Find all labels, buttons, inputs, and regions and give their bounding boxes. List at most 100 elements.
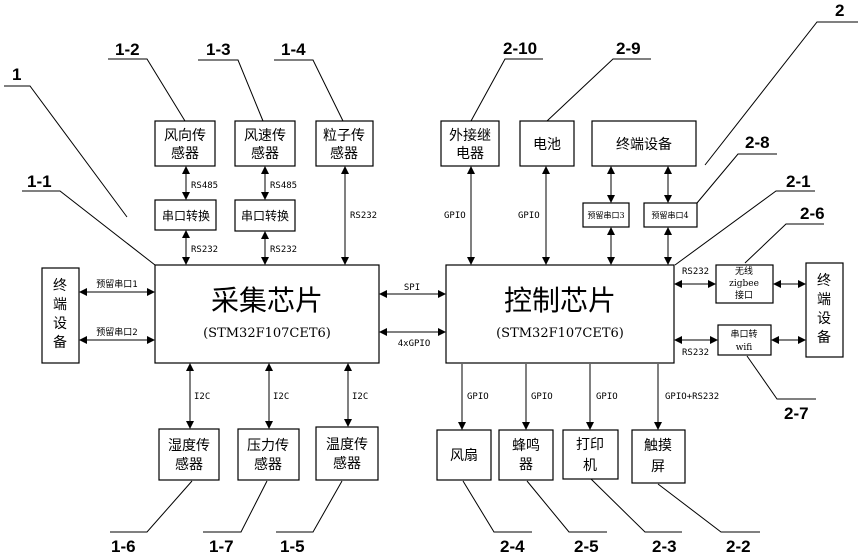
- bottom-right-links: GPIO GPIO GPIO GPIO+RS232: [458, 364, 719, 430]
- ref-1-6: 1-6: [111, 537, 136, 556]
- pressure-sensor: 压力传 感器: [237, 428, 300, 481]
- rs485-label-1: RS485: [191, 181, 218, 191]
- i2c-label-2: I2C: [273, 392, 289, 402]
- battery: 电池: [519, 120, 575, 167]
- acquisition-chip-title: 采集芯片: [211, 284, 323, 317]
- acquisition-chip-model: (STM32F107CET6): [203, 326, 331, 341]
- top-terminal-label: 终端设备: [616, 136, 672, 153]
- reserve-port-1-label: 预留串口1: [96, 278, 137, 290]
- serial-converter-2: 串口转换: [234, 199, 296, 232]
- buzzer: 蜂鸣 器: [498, 429, 554, 481]
- top-right-links: GPIO GPIO: [444, 166, 672, 265]
- rs232-label-wifi: RS232: [682, 348, 709, 358]
- rs485-label-2: RS485: [270, 181, 297, 191]
- relay-label-1: 外接继: [449, 127, 491, 144]
- serial-converter-1: 串口转换: [154, 199, 217, 231]
- gpio-label-battery: GPIO: [518, 211, 540, 221]
- spi-label: SPI: [404, 283, 420, 293]
- top-terminal-device: 终端设备: [591, 120, 697, 167]
- gpio-label-relay: GPIO: [444, 211, 466, 221]
- humidity-label-1: 湿度传: [168, 438, 210, 454]
- external-relay: 外接继 电器: [440, 120, 500, 167]
- ref-1-7: 1-7: [209, 537, 234, 556]
- ref-1-3: 1-3: [206, 40, 231, 59]
- reserve-port-4-label: 预留串口4: [651, 210, 688, 220]
- humidity-label-2: 感器: [175, 456, 203, 473]
- reference-leaders: 1 1-1 1-2 1-3 1-4 1-6 1-7 1-5 2 2-10 2-9…: [4, 1, 858, 556]
- right-terminal-char-4: 备: [817, 329, 831, 346]
- wifi-label-2: wifi: [736, 343, 753, 353]
- printer-label-2: 机: [583, 458, 597, 474]
- rs232-label-3: RS232: [350, 211, 377, 221]
- chip-interconnect: SPI 4xGPIO: [379, 283, 446, 349]
- ref-1-5: 1-5: [280, 537, 305, 556]
- printer-label-1: 打印: [576, 436, 604, 453]
- ref-2-8: 2-8: [745, 133, 770, 152]
- wind-speed-label-2: 感器: [251, 145, 279, 162]
- ref-2-7: 2-7: [784, 404, 809, 423]
- reserve-port-4: 预留串口4: [643, 202, 698, 228]
- touch-label-2: 屏: [651, 459, 665, 475]
- zigbee-label-1: 无线: [735, 265, 753, 277]
- temperature-label-2: 感器: [333, 455, 361, 472]
- ref-2-3: 2-3: [652, 537, 677, 556]
- serial-converter-1-label: 串口转换: [162, 208, 210, 223]
- right-terminal-char-1: 终: [817, 273, 831, 289]
- right-terminal-device: 终 端 设 备: [805, 262, 844, 358]
- fan: 风扇: [436, 429, 492, 481]
- serial-converter-2-label: 串口转换: [241, 208, 289, 223]
- wifi-converter: 串口转 wifi: [717, 324, 772, 356]
- right-links: RS232 RS232: [674, 267, 806, 358]
- reserve-port-2-label: 预留串口2: [96, 326, 137, 338]
- ref-1-1: 1-1: [27, 172, 52, 191]
- temperature-sensor: 温度传 感器: [315, 426, 379, 481]
- wind-direction-sensor: 风向传 感器: [154, 120, 216, 167]
- control-chip: 控制芯片 (STM32F107CET6): [445, 264, 675, 364]
- control-chip-title: 控制芯片: [504, 284, 616, 317]
- relay-label-2: 电器: [456, 146, 484, 162]
- temperature-label-1: 温度传: [326, 437, 368, 453]
- rs232-label-1: RS232: [191, 245, 218, 255]
- ref-1-2: 1-2: [115, 40, 140, 59]
- zigbee-label-2: zigbee: [729, 279, 759, 289]
- gpio-label-printer: GPIO: [596, 392, 618, 402]
- ref-2: 2: [835, 1, 844, 20]
- pressure-label-2: 感器: [254, 456, 282, 473]
- gpio-rs232-label-touch: GPIO+RS232: [665, 392, 719, 402]
- rs232-label-2: RS232: [270, 245, 297, 255]
- wind-direction-label-1: 风向传: [164, 128, 206, 144]
- wifi-label-1: 串口转: [730, 328, 757, 340]
- ref-2-9: 2-9: [616, 39, 641, 58]
- ref-2-5: 2-5: [574, 537, 599, 556]
- gpio-label-fan: GPIO: [467, 392, 489, 402]
- wind-speed-sensor: 风速传 感器: [234, 120, 296, 167]
- top-left-links: RS485 RS232 RS485 RS232 RS232: [182, 166, 377, 265]
- wind-speed-label-1: 风速传: [244, 128, 286, 144]
- ref-1-4: 1-4: [281, 40, 306, 59]
- wind-direction-label-2: 感器: [171, 145, 199, 162]
- left-terminal-char-3: 设: [53, 316, 67, 332]
- left-terminal-char-4: 备: [53, 334, 67, 351]
- touch-screen: 触摸 屏: [631, 429, 686, 484]
- right-terminal-char-3: 设: [817, 311, 831, 327]
- humidity-sensor: 湿度传 感器: [158, 428, 220, 481]
- fan-label: 风扇: [450, 448, 478, 464]
- pressure-label-1: 压力传: [247, 438, 289, 454]
- left-terminal-device: 终 端 设 备 预留串口1 预留串口2: [41, 267, 155, 364]
- ref-2-4: 2-4: [500, 537, 525, 556]
- buzzer-label-1: 蜂鸣: [512, 437, 540, 454]
- ref-2-2: 2-2: [726, 537, 751, 556]
- ref-2-10: 2-10: [503, 39, 537, 58]
- zigbee-label-3: 接口: [735, 289, 753, 301]
- gpio-label-buzzer: GPIO: [531, 392, 553, 402]
- ref-1: 1: [12, 65, 21, 84]
- particle-label-2: 感器: [330, 145, 358, 162]
- rs232-label-zigbee: RS232: [682, 267, 709, 277]
- left-terminal-char-1: 终: [53, 278, 67, 294]
- reserve-port-3: 预留串口3: [582, 202, 630, 228]
- particle-sensor: 粒子传 感器: [315, 120, 374, 167]
- particle-label-1: 粒子传: [323, 128, 365, 144]
- bottom-left-links: I2C I2C I2C: [186, 363, 368, 429]
- i2c-label-1: I2C: [194, 392, 210, 402]
